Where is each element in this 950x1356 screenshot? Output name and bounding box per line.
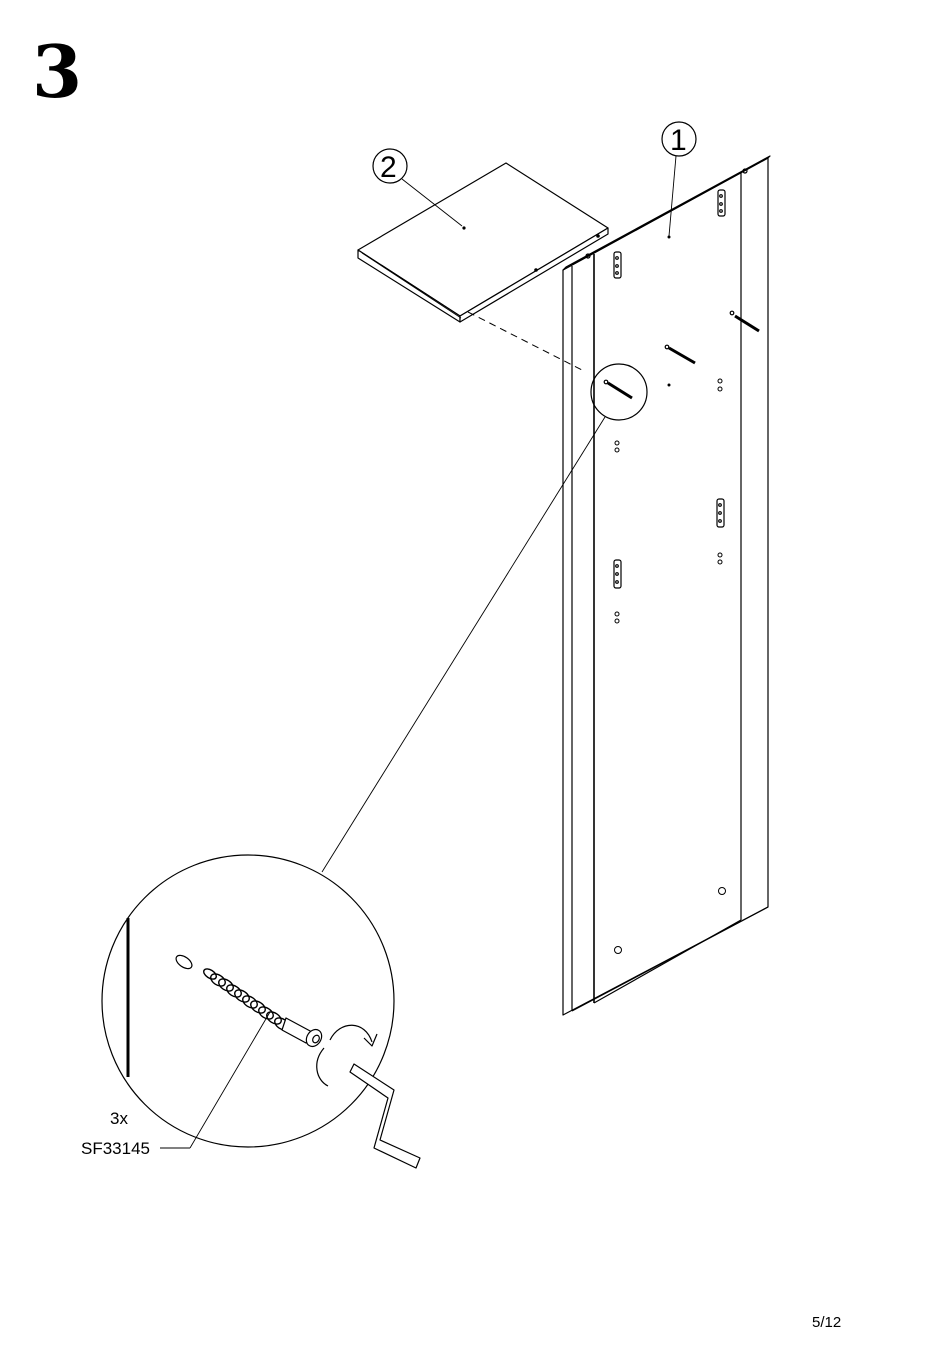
hinge-plate-mid-right — [717, 499, 724, 527]
allen-key — [350, 1064, 420, 1168]
callout-label-1: 1 — [670, 124, 687, 157]
callout-label-2: 2 — [380, 151, 397, 184]
hinge-plate-top-left — [614, 252, 621, 278]
detail-magnified-view — [102, 855, 420, 1168]
hinge-plate-top-right — [718, 190, 725, 216]
fastener-part-code: SF33145 — [81, 1139, 150, 1159]
fastener-quantity: 3x — [110, 1109, 128, 1129]
hinge-plate-mid-left — [614, 560, 621, 588]
side-panel-part-1 — [563, 156, 770, 1015]
page-number: 5/12 — [812, 1314, 841, 1331]
